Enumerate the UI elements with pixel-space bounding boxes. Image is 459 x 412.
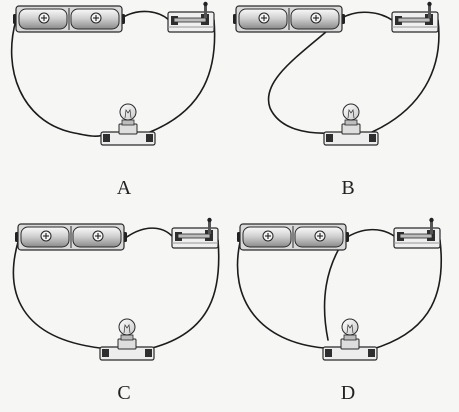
bulb-holder-icon xyxy=(99,318,155,361)
wire-c-right xyxy=(151,239,220,349)
battery-pack-icon xyxy=(14,223,128,251)
battery-pack-icon xyxy=(12,5,126,33)
panel-c: C xyxy=(12,217,220,404)
panel-label-a: A xyxy=(117,177,132,199)
wire-d-right xyxy=(375,239,443,349)
wire-b-middle xyxy=(267,19,341,134)
battery-pack-icon xyxy=(232,5,346,33)
wire-d-left xyxy=(236,241,325,349)
wire-b-top xyxy=(339,11,393,21)
wire-c-left xyxy=(12,241,101,349)
wire-a-top xyxy=(119,10,170,21)
panel-d: D xyxy=(236,217,443,404)
wire-c-top xyxy=(123,227,173,240)
bulb-holder-icon xyxy=(100,103,156,146)
knife-switch-icon xyxy=(171,217,219,249)
wire-a-right xyxy=(149,19,216,133)
wire-d-middle xyxy=(323,239,345,341)
wire-a-left xyxy=(10,19,107,137)
bulb-holder-icon xyxy=(323,103,379,146)
knife-switch-icon xyxy=(167,1,215,33)
knife-switch-icon xyxy=(393,217,441,249)
wire-d-top xyxy=(343,228,395,240)
wire-b-right xyxy=(371,19,440,133)
bulb-holder-icon xyxy=(322,318,378,361)
panel-label-b: B xyxy=(341,177,354,199)
panel-a: A xyxy=(10,1,216,199)
knife-switch-icon xyxy=(391,1,439,33)
panel-label-d: D xyxy=(341,382,355,404)
battery-pack-icon xyxy=(236,223,350,251)
panel-b: B xyxy=(232,1,440,199)
panel-label-c: C xyxy=(117,382,130,404)
